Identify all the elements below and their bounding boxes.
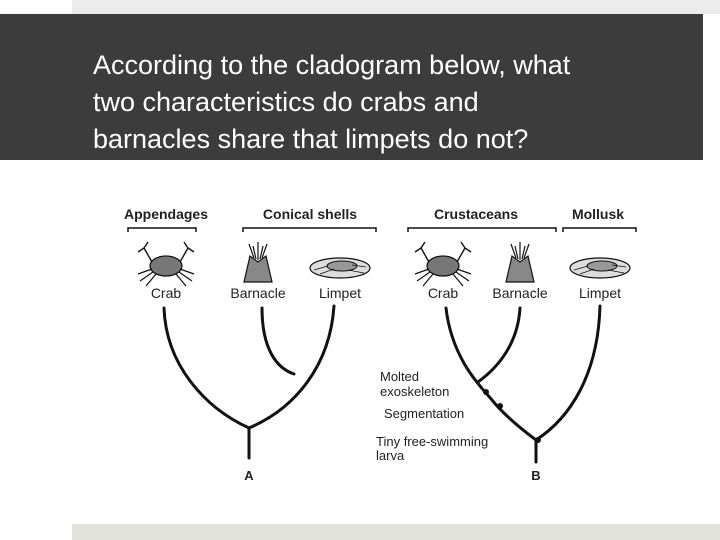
question-line-3: barnacles share that limpets do not? (93, 124, 529, 154)
branch-crab-b (444, 306, 538, 442)
taxon-limpet-b: Limpet (579, 285, 621, 301)
crustaceans-bracket (407, 227, 557, 232)
group-label-crustaceans: Crustaceans (434, 206, 518, 222)
trait-molted-exoskeleton-line2: exoskeleton (380, 384, 449, 399)
conical-shells-bracket (242, 227, 377, 232)
taxon-limpet-a: Limpet (319, 285, 361, 301)
branch-limpet-a (247, 304, 336, 430)
branch-crab-a (162, 306, 251, 430)
limpet-icon (309, 257, 371, 279)
cladogram-figure: Appendages Conical shells Crab Barnacle … (124, 206, 637, 483)
crab-icon (414, 241, 472, 287)
appendages-bracket (127, 227, 197, 232)
trait-marker-segmentation (497, 403, 503, 409)
branch-barnacle-a (260, 306, 296, 376)
root-label-a: A (244, 468, 254, 483)
cladogram-b: Crustaceans Mollusk Crab Barnacle Limpet (376, 206, 637, 483)
top-decorative-strip (72, 0, 720, 14)
trait-marker-larva (535, 437, 541, 443)
trait-larva-line1: Tiny free-swimming (376, 434, 488, 449)
limpet-icon (569, 257, 631, 279)
trait-marker-exoskeleton (483, 389, 489, 395)
taxon-crab-a: Crab (151, 285, 182, 301)
taxon-crab-b: Crab (428, 285, 459, 301)
question-text: According to the cladogram below, what t… (93, 47, 693, 158)
bottom-decorative-strip (72, 524, 720, 540)
group-label-mollusk: Mollusk (572, 206, 624, 222)
branch-barnacle-b (476, 306, 522, 384)
trait-segmentation: Segmentation (384, 406, 464, 421)
branch-limpet-b (534, 304, 602, 442)
trait-molted-exoskeleton-line1: Molted (380, 369, 419, 384)
trait-larva-line2: larva (376, 448, 405, 463)
group-label-conical-shells: Conical shells (263, 206, 357, 222)
taxon-barnacle-a: Barnacle (230, 285, 285, 301)
crab-icon (137, 241, 195, 287)
barnacle-icon (505, 242, 535, 283)
question-line-1: According to the cladogram below, what (93, 50, 571, 80)
taxon-barnacle-b: Barnacle (492, 285, 547, 301)
question-title-bar: According to the cladogram below, what t… (0, 14, 703, 160)
root-label-b: B (531, 468, 540, 483)
group-label-appendages: Appendages (124, 206, 208, 222)
question-line-2: two characteristics do crabs and (93, 87, 479, 117)
mollusk-bracket (562, 227, 637, 232)
barnacle-icon (243, 242, 273, 283)
cladogram-a: Appendages Conical shells Crab Barnacle … (124, 206, 377, 483)
